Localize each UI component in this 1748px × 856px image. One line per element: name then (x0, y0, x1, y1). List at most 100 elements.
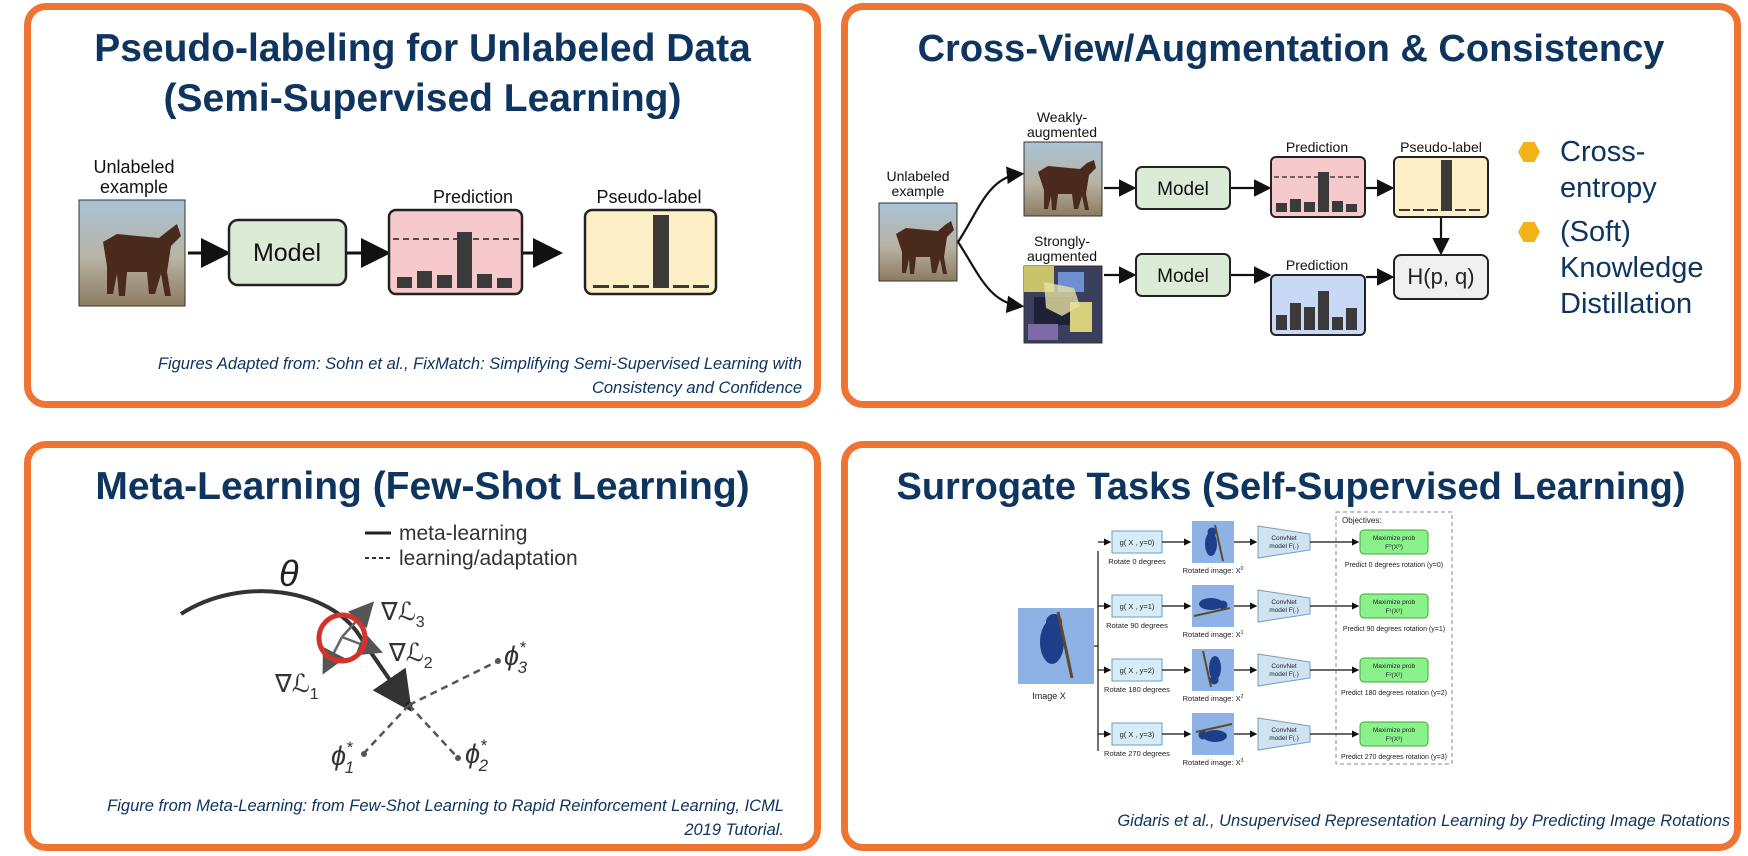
unlabeled-label-line-1: Unlabeled (93, 157, 174, 177)
pseudo-bar (1455, 209, 1466, 211)
prediction-box-weak (1270, 156, 1366, 218)
panel-surrogate-tasks: Surrogate Tasks (Self-Supervised Learnin… (841, 441, 1741, 851)
grad-label-1: ∇ℒ1 (274, 670, 319, 703)
caption-line-2: Consistency and Confidence (591, 379, 802, 397)
weak-label-line-2: augmented (1027, 124, 1097, 140)
prediction-bar (1290, 199, 1301, 212)
convnet-label-line-1: ConvNet (1271, 663, 1296, 670)
figure-caption: Figures Adapted from: Sohn et al., FixMa… (62, 352, 802, 400)
prediction-bar (457, 232, 472, 288)
rotated-bird-figure (1202, 650, 1221, 688)
prediction-bar (1332, 201, 1343, 212)
convnet-label-line-1: ConvNet (1271, 535, 1296, 542)
objectives-box (1335, 511, 1453, 765)
maximize-label-line-2: F⁰(X⁰) (1385, 543, 1403, 551)
panel-title: Surrogate Tasks (Self-Supervised Learnin… (896, 466, 1686, 508)
bullet-text: (Soft) (1560, 216, 1631, 248)
pseudo-bar (1441, 160, 1452, 211)
caption-line-1: Figure from Meta-Learning: from Few-Shot… (107, 797, 784, 815)
hexagon-bullet-icon (1518, 142, 1540, 162)
rotate-label: Rotate 90 degrees (1106, 621, 1168, 630)
prediction-bar (1276, 315, 1287, 330)
weak-augmented-image (1023, 141, 1103, 217)
panel-title: Pseudo-labeling for Unlabeled Data (Semi… (31, 24, 814, 124)
phi-point-3 (495, 658, 501, 664)
legend-solid-label: meta-learning (399, 522, 527, 545)
convnet-label-line-2: model F(.) (1269, 607, 1299, 614)
bullet-text: Distillation (1560, 288, 1693, 320)
caption-line-1: Figures Adapted from: Sohn et al., FixMa… (157, 355, 802, 373)
panel-meta-learning: Meta-Learning (Few-Shot Learning) meta-l… (24, 441, 821, 851)
prediction-bar (1346, 204, 1357, 212)
loss-label: H(p, q) (1407, 264, 1474, 289)
rotated-bird-figure (1195, 723, 1233, 742)
objectives-label: Objectives: (1342, 516, 1382, 525)
prediction-bar (1318, 172, 1329, 212)
bullet-text: Cross- (1560, 136, 1646, 168)
image-x-label: Image X (1032, 691, 1066, 701)
convnet-trapezoid (1257, 525, 1311, 559)
maximize-prob-box (1359, 593, 1429, 619)
prediction-bar (1304, 202, 1315, 212)
convnet-label-line-1: ConvNet (1271, 727, 1296, 734)
objective-bullets: Cross- entropy (Soft) Knowledge Distilla… (1518, 134, 1704, 330)
convnet-label-line-2: model F(.) (1269, 543, 1299, 550)
pseudo-labeling-diagram: Unlabeled example Model Prediction Pseud… (78, 157, 718, 307)
convnet-label-line-1: ConvNet (1271, 599, 1296, 606)
unlabeled-label-line-1: Unlabeled (886, 168, 949, 184)
transform-label: g( X , y=3) (1120, 730, 1155, 739)
unlabeled-label-line-2: example (892, 183, 945, 199)
bullet-text: Knowledge (1560, 252, 1704, 284)
pseudo-bar (1469, 209, 1480, 211)
consistency-diagram: Unlabeled example Weakly- augmented Mode… (878, 109, 1489, 344)
pseudo-bar (593, 285, 609, 288)
phi-label-2: ϕ*2 (465, 736, 489, 775)
transform-label: g( X , y=2) (1120, 666, 1155, 675)
convnet-trapezoid (1257, 589, 1311, 623)
predict-rotation-label: Predict 0 degrees rotation (y=0) (1345, 562, 1443, 569)
maximize-label-line-2: F¹(X¹) (1386, 608, 1403, 615)
pseudo-bar (613, 285, 629, 288)
rotate-label: Rotate 180 degrees (1104, 685, 1170, 694)
panel-pseudo-labeling: Pseudo-labeling for Unlabeled Data (Semi… (24, 3, 821, 408)
bullet-text: entropy (1560, 172, 1657, 204)
convnet-trapezoid (1257, 653, 1311, 687)
rotated-image-label: Rotated image: X1 (1183, 630, 1244, 639)
maximize-label-line-1: Maximize prob (1373, 535, 1416, 542)
caption-line-2: 2019 Tutorial. (684, 821, 784, 839)
strong-augmented-image (1023, 265, 1103, 344)
grad-label-2: ∇ℒ2 (388, 639, 433, 672)
figure-caption: Gidaris et al., Unsupervised Representat… (1117, 812, 1730, 830)
predict-rotation-label: Predict 180 degrees rotation (y=2) (1341, 690, 1447, 697)
panel-cross-view: Cross-View/Augmentation & Consistency Un… (841, 3, 1741, 408)
unlabeled-horse-image (78, 199, 186, 307)
prediction-bar (1276, 203, 1287, 212)
model-box (227, 218, 348, 287)
title-line-1: Pseudo-labeling for Unlabeled Data (94, 27, 751, 70)
prediction-bar (417, 271, 432, 288)
phi-point-1 (361, 751, 367, 757)
prediction-bar (437, 275, 452, 288)
maximize-prob-box (1359, 721, 1429, 747)
meta-learning-diagram: meta-learning learning/adaptation θ ∇ℒ3 … (179, 522, 578, 777)
prediction-bar (1346, 308, 1357, 330)
grad-label-3: ∇ℒ3 (380, 598, 425, 631)
predict-rotation-label: Predict 270 degrees rotation (y=3) (1341, 754, 1447, 761)
legend-dashed-label: learning/adaptation (399, 547, 578, 570)
phi-label-1: ϕ*1 (331, 738, 354, 777)
maximize-label-line-1: Maximize prob (1373, 663, 1416, 670)
prediction-label: Prediction (433, 187, 513, 207)
maximize-label-line-1: Maximize prob (1373, 599, 1416, 606)
adapt-path-1 (364, 704, 410, 753)
bullet-item: Cross- entropy (1518, 134, 1704, 206)
pseudo-label-box (583, 208, 718, 296)
unlabeled-label-line-2: example (100, 177, 168, 197)
model-label: Model (253, 239, 321, 267)
prediction-box (387, 208, 524, 296)
hexagon-bullet-icon (1518, 222, 1540, 242)
maximize-prob-box (1359, 657, 1429, 683)
transform-label: g( X , y=0) (1120, 538, 1155, 547)
figure-caption: Figure from Meta-Learning: from Few-Shot… (44, 794, 784, 842)
model-label-weak: Model (1157, 179, 1209, 200)
branch-curve-weak (957, 166, 1025, 243)
